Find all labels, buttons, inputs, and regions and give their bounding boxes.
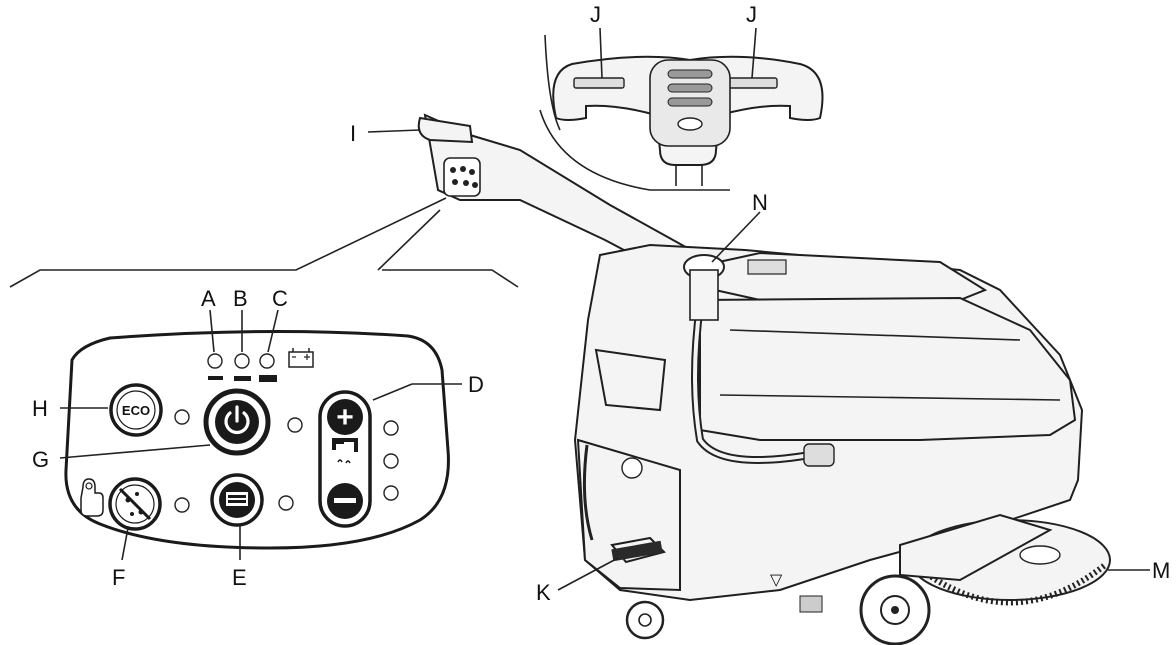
led-flow-high [383,420,399,436]
power-cable [582,444,594,541]
lid-latch[interactable] [747,259,787,275]
leader-d-1 [372,383,413,401]
label-f: F [112,565,125,590]
led-brush [174,497,190,513]
squeegee-mount [799,595,823,613]
power-icon [224,405,250,435]
label-j-left: J [590,2,601,27]
minus-icon [334,498,356,503]
leader-j-right [751,27,757,79]
leader-k [557,557,619,591]
led-power [287,417,303,433]
led-indicator-c [259,353,275,369]
leader-i [367,129,421,133]
battery-level-bar-3 [259,375,277,382]
plus-icon: + [336,401,354,434]
label-h: H [32,396,48,421]
led-detergent [278,495,294,511]
zoom-guide-left [9,197,447,288]
label-e: E [232,565,247,590]
label-i: I [350,121,356,146]
lever-left[interactable] [573,77,625,89]
grip-slot-3 [667,97,713,107]
leader-n [711,211,761,263]
brush-guard [899,513,1053,582]
label-k: K [536,580,551,605]
brand-mark-icon: ▽ [770,572,783,589]
callout-labels: A B C D E F G H I J J K M N [32,2,1170,605]
label-m: M [1152,558,1170,583]
tank-seam-2 [719,394,1061,401]
label-g: G [32,447,49,472]
battery-icon [288,348,314,368]
water-flow-plus-button[interactable] [327,399,363,435]
handle-control-panel[interactable] [443,157,481,197]
label-a: A [201,286,216,311]
accessory-pocket [594,348,667,412]
filter-knob[interactable] [621,457,643,479]
water-flow-icon [332,438,358,464]
leader-j-left [599,27,603,79]
zoom-guide-right [382,269,519,288]
label-n: N [752,190,768,215]
caster-wheel [625,600,665,640]
led-indicator-a [207,353,223,369]
led-flow-low [383,485,399,501]
leader-a [209,309,215,353]
lever-right[interactable] [726,77,778,89]
label-b: B [233,286,248,311]
detergent-icon [226,492,248,506]
control-panel-outline [64,329,450,550]
label-d: D [468,372,484,397]
panel-buttons-thumbnail [450,166,478,188]
grip-slot-1 [667,69,713,79]
recovery-tank-lid[interactable] [703,251,988,301]
battery-level-bar-2 [234,376,251,381]
battery-level-bar-1 [208,376,223,380]
hand-press-icon [80,478,104,517]
eco-button[interactable]: ECO [109,383,163,437]
led-flow-mid [383,453,399,469]
eco-label: ECO [122,403,150,418]
scrubber-machine: ▽ [367,113,1150,645]
vacuum-pipe [689,269,719,321]
handlebar-top-view [539,27,824,191]
control-panel-detail: ECO + [9,197,519,561]
label-j-right: J [746,2,757,27]
power-button[interactable] [203,388,271,456]
led-indicator-b [234,353,250,369]
detail-arc-top [544,34,561,131]
detergent-button[interactable] [210,473,264,527]
tank-seam-1 [729,329,1021,341]
console-button[interactable] [677,117,703,131]
drain-hose-cap[interactable] [803,443,835,467]
water-flow-control[interactable]: + [318,390,372,528]
brush-off-button[interactable] [108,477,162,531]
leader-f [121,527,129,561]
solution-tank [699,296,1077,441]
led-eco [174,409,190,425]
handle-grip[interactable] [417,116,474,144]
brush-off-icon [118,487,152,521]
leader-g [59,444,211,459]
detail-arc [539,109,730,191]
leader-c [267,309,279,353]
grip-slot-2 [667,83,713,93]
zoom-guide-inner [377,209,441,271]
rear-wheel [859,574,931,645]
label-c: C [272,286,288,311]
